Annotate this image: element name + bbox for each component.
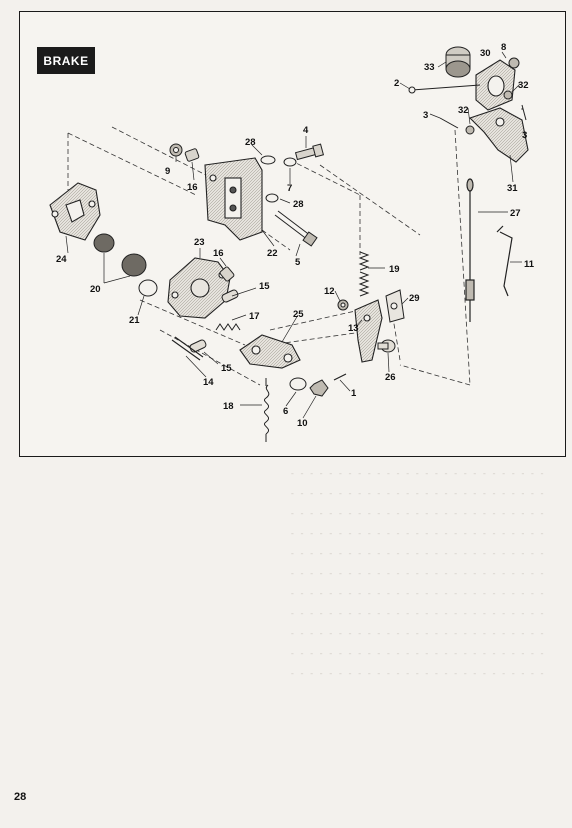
callout-label: 4	[303, 125, 309, 136]
rod-11	[496, 225, 513, 297]
callout-label: 20	[90, 284, 101, 295]
rod-14	[171, 336, 204, 361]
arm-13	[354, 299, 383, 363]
cable-27	[465, 178, 475, 322]
fastener-32	[465, 90, 513, 135]
bolt-4	[294, 143, 325, 161]
page-number: 28	[14, 791, 27, 803]
bracket-24	[49, 182, 101, 241]
washer-28	[260, 155, 279, 203]
nut-9	[169, 143, 183, 157]
callout-label: 16	[187, 182, 198, 193]
caliper-23	[167, 257, 231, 319]
knob-26	[377, 339, 396, 353]
callout-label: 14	[203, 377, 214, 388]
callout-label: 27	[510, 208, 521, 219]
callout-label: 10	[297, 418, 308, 429]
pin-16	[184, 148, 235, 282]
callout-label: 7	[287, 183, 292, 194]
screw-3	[439, 104, 527, 129]
section-badge: BRAKE	[37, 47, 95, 74]
callout-label: 15	[259, 281, 270, 292]
callout-label: 32	[518, 80, 529, 91]
callout-label: 5	[295, 257, 301, 268]
pin-2	[408, 84, 481, 94]
callout-label: 32	[458, 105, 469, 116]
nut-12	[337, 299, 349, 311]
callout-label: 11	[524, 259, 535, 270]
callout-label: 3	[522, 130, 527, 141]
washer-7	[283, 157, 297, 167]
spring-17	[215, 323, 241, 331]
callout-label: 28	[245, 137, 256, 148]
callout-label: 31	[507, 183, 518, 194]
callout-label: 21	[129, 315, 140, 326]
callout-label: 25	[293, 309, 304, 320]
pin-15	[189, 289, 239, 353]
callout-label: 6	[283, 406, 288, 417]
callout-label: 8	[501, 42, 506, 53]
callout-labels: 33 30 8 2 32 3 32 3 31 27 11 4 28 7 28 2…	[56, 42, 535, 429]
nut-8	[508, 57, 520, 69]
callout-label: 12	[324, 286, 335, 297]
callout-label: 22	[267, 248, 278, 259]
callout-label: 15	[221, 363, 232, 374]
bracket-31	[468, 107, 529, 163]
callout-label: 16	[213, 248, 224, 259]
callout-label: 28	[293, 199, 304, 210]
bolt-5	[274, 210, 318, 247]
callout-label: 9	[165, 166, 170, 177]
washer-6	[289, 377, 307, 391]
brake-pads-20	[93, 233, 158, 297]
callout-label: 29	[409, 293, 420, 304]
clip-29	[385, 289, 405, 323]
sleeve-33	[445, 46, 471, 78]
spring-19	[358, 251, 370, 297]
callout-label: 26	[385, 372, 396, 383]
block-30	[475, 59, 516, 111]
callout-label: 19	[389, 264, 400, 275]
callout-label: 17	[249, 311, 260, 322]
callout-label: 23	[194, 237, 205, 248]
spring-18	[264, 378, 270, 442]
callout-label: 1	[351, 388, 357, 399]
mounting-plate-22	[204, 157, 263, 241]
callout-label: 33	[424, 62, 435, 73]
callout-label: 30	[480, 48, 491, 59]
callout-label: 2	[394, 78, 399, 89]
lever-25	[239, 334, 301, 369]
callout-label: 24	[56, 254, 67, 265]
cotter-pin-1	[333, 373, 347, 381]
callout-label: 18	[223, 401, 234, 412]
nut-10	[309, 379, 329, 397]
leader-lines	[65, 51, 523, 419]
callout-label: 3	[423, 110, 428, 121]
callout-label: 13	[348, 323, 359, 334]
